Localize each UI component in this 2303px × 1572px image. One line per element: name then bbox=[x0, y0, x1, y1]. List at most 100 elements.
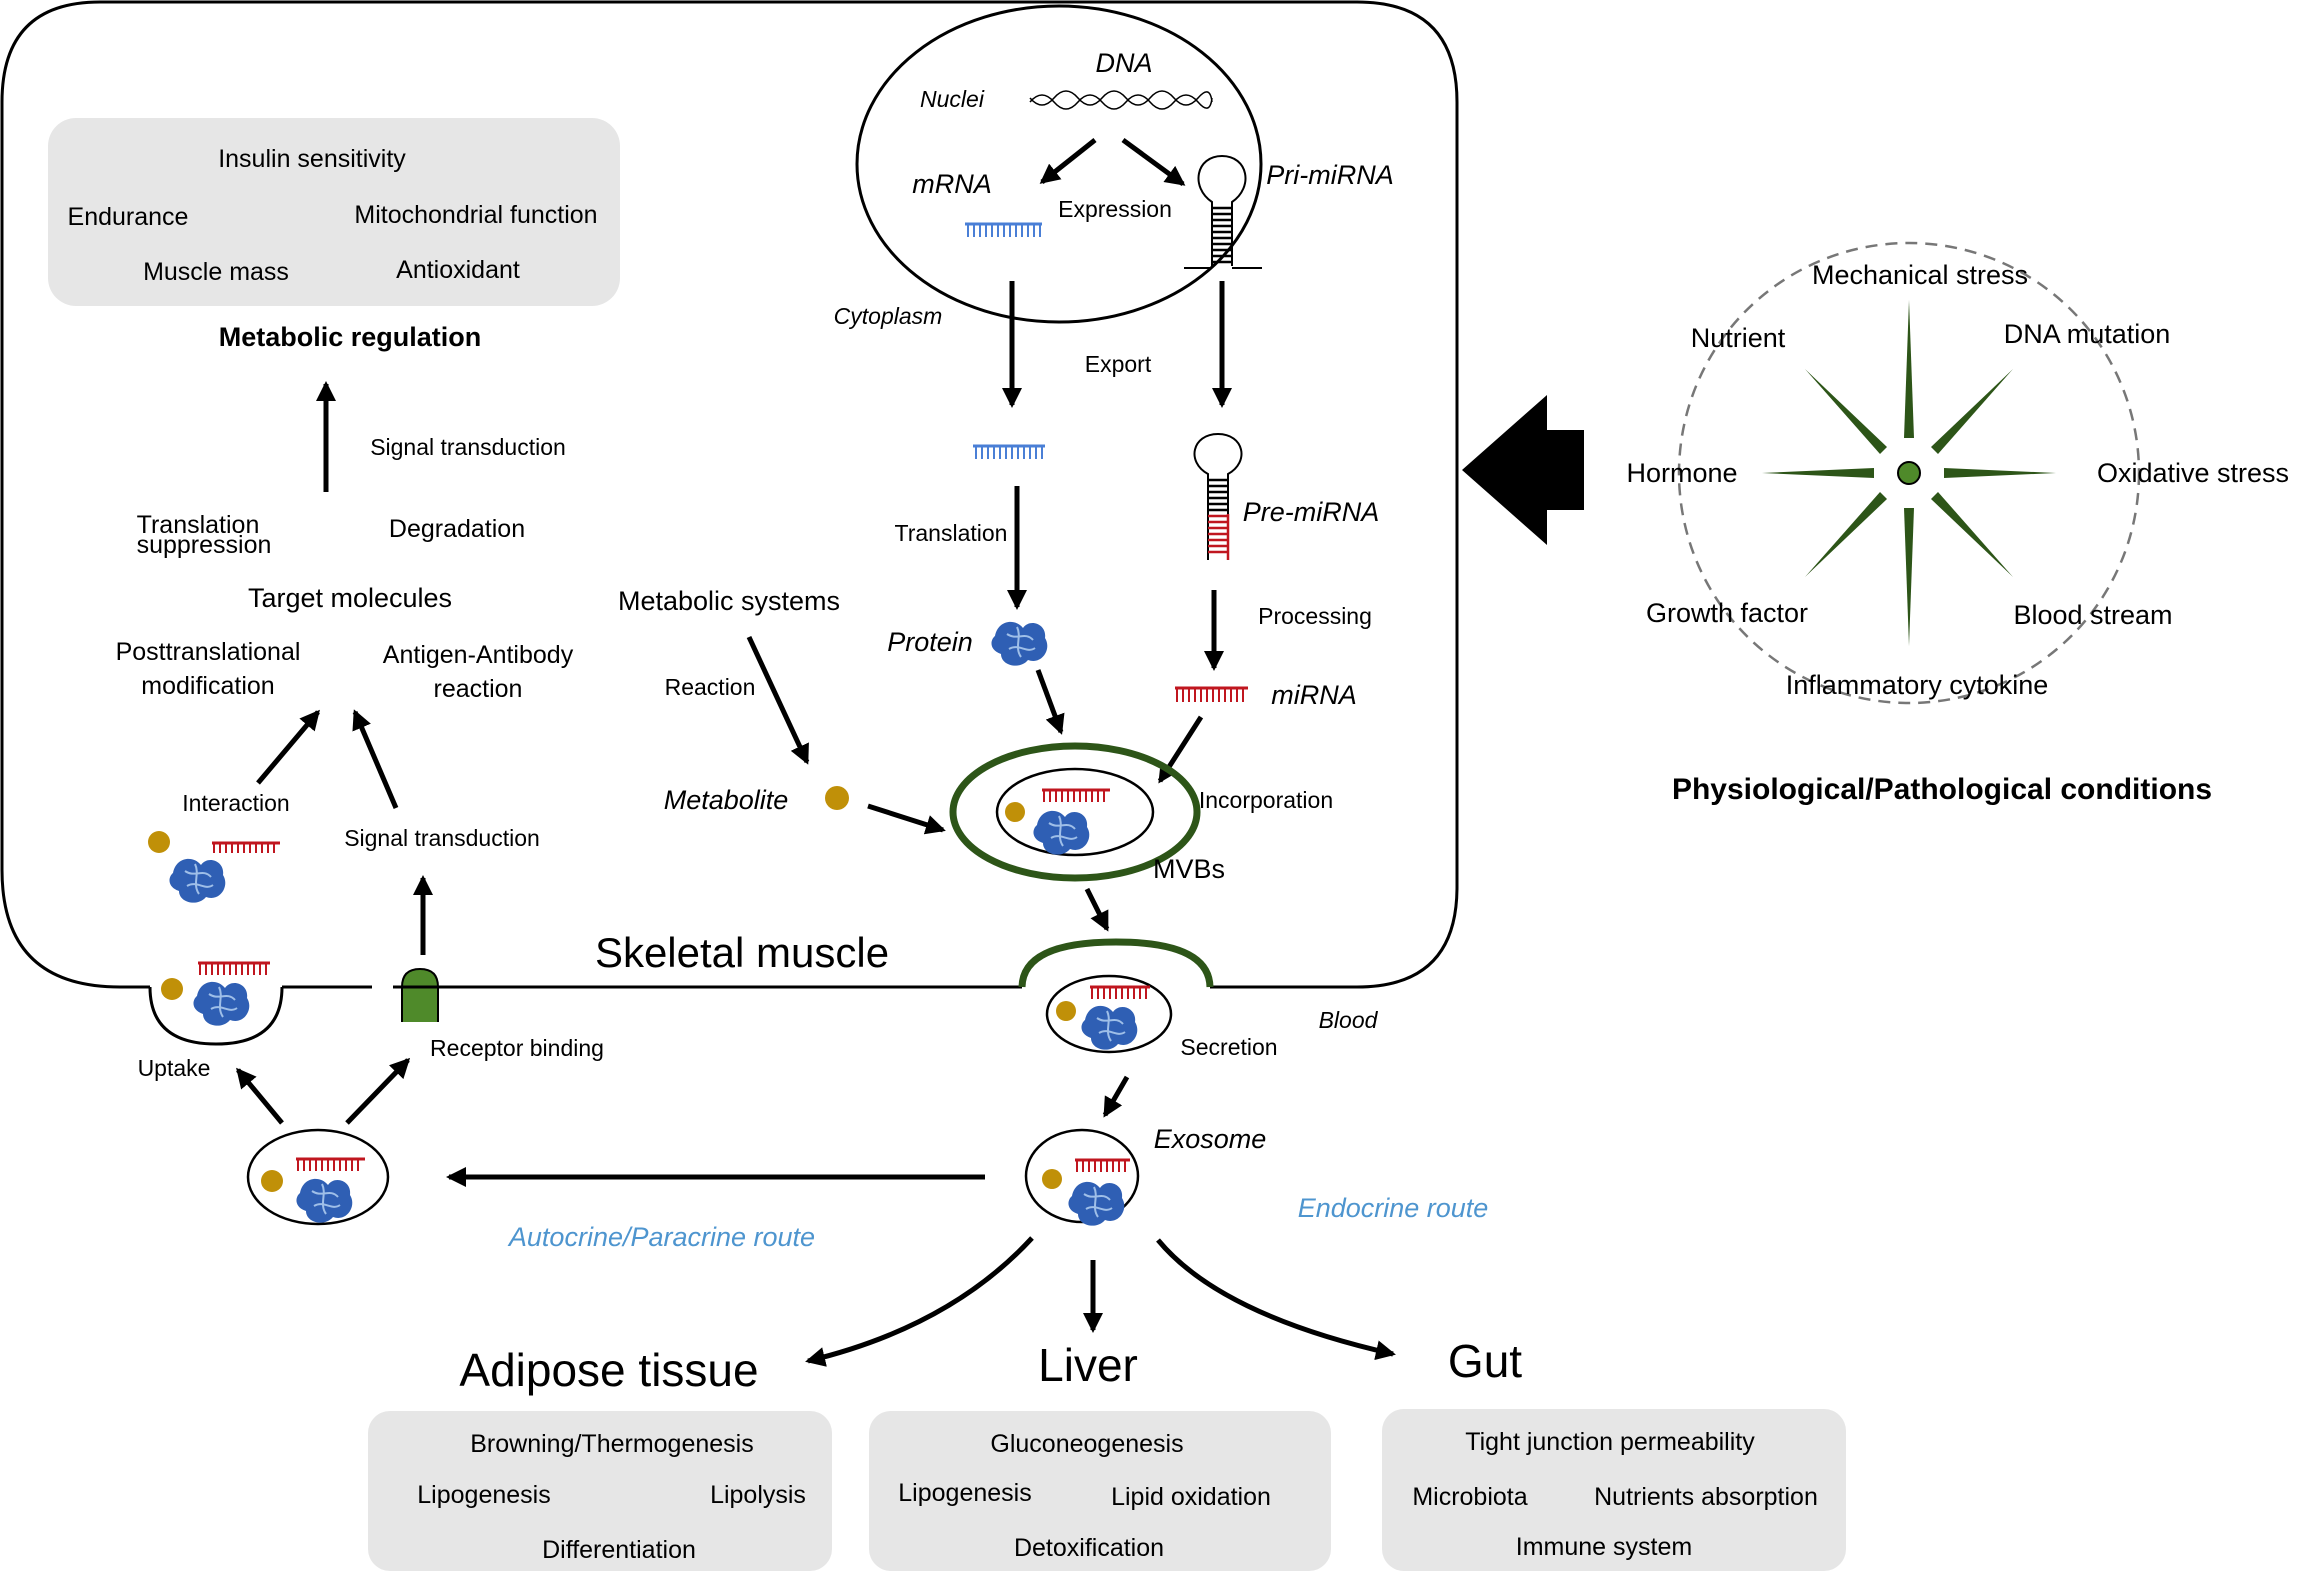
protein-blob bbox=[169, 858, 226, 903]
dna-helix-icon bbox=[1029, 90, 1213, 110]
liver-item: Gluconeogenesis bbox=[990, 1430, 1183, 1458]
liver-title: Liver bbox=[1038, 1339, 1138, 1391]
adipose-item: Lipolysis bbox=[710, 1481, 806, 1509]
antigen-antibody-label-2: reaction bbox=[434, 675, 523, 703]
mirna-strand bbox=[198, 961, 270, 975]
arrow-to-uptake bbox=[236, 1067, 284, 1125]
mrna-strand-cytoplasm bbox=[973, 444, 1045, 459]
mitochondrial-function-label: Mitochondrial function bbox=[354, 201, 597, 229]
mirna-strand bbox=[1042, 788, 1110, 802]
conditions-title: Physiological/Pathological conditions bbox=[1672, 773, 2212, 806]
condition-blood-stream: Blood stream bbox=[2013, 600, 2172, 630]
cytoplasm-label: Cytoplasm bbox=[834, 303, 943, 329]
degradation-label: Degradation bbox=[389, 515, 525, 543]
translation-label: Translation bbox=[895, 520, 1008, 546]
mirna-strand bbox=[1090, 985, 1150, 999]
gut-item: Tight junction permeability bbox=[1465, 1428, 1755, 1456]
mvb-icon bbox=[949, 742, 1201, 882]
arrow-dna-to-mrna bbox=[1039, 138, 1097, 184]
mirna-strand bbox=[212, 841, 280, 853]
metabolite-dot bbox=[825, 786, 849, 810]
gut-box bbox=[1382, 1409, 1846, 1571]
exosome-vesicle bbox=[1024, 1128, 1140, 1226]
pri-mirna-hairpin-icon bbox=[1184, 154, 1262, 269]
condition-growth-factor: Growth factor bbox=[1646, 598, 1808, 628]
posttranslational-label-2: modification bbox=[141, 672, 274, 700]
secretion-membrane-arch bbox=[1018, 938, 1214, 988]
mirna-label: miRNA bbox=[1271, 680, 1357, 710]
conditions-dashed-circle bbox=[1677, 241, 2141, 705]
protein-blob bbox=[1033, 810, 1090, 855]
mirna-strand bbox=[296, 1157, 365, 1171]
interaction-label: Interaction bbox=[182, 790, 289, 816]
mvbs-label: MVBs bbox=[1153, 854, 1225, 884]
uptake-cargo bbox=[161, 961, 270, 1026]
mrna-strand-nucleus bbox=[965, 222, 1042, 237]
mrna-label: mRNA bbox=[912, 169, 992, 199]
signal-transduction-low-label: Signal transduction bbox=[344, 825, 540, 851]
arrow-metabolite-to-mvb bbox=[867, 803, 946, 835]
metabolite-dot bbox=[1042, 1169, 1062, 1189]
autocrine-paracrine-route-label: Autocrine/Paracrine route bbox=[507, 1222, 815, 1252]
pri-mirna-label: Pri-miRNA bbox=[1266, 160, 1394, 190]
protein-blob bbox=[296, 1178, 353, 1223]
dna-label: DNA bbox=[1095, 48, 1152, 78]
protein-blob bbox=[1068, 1181, 1125, 1226]
nuclei-label: Nuclei bbox=[920, 86, 985, 112]
protein-label: Protein bbox=[887, 627, 973, 657]
export-label: Export bbox=[1085, 351, 1152, 377]
endurance-label: Endurance bbox=[68, 203, 189, 231]
processing-label: Processing bbox=[1258, 603, 1372, 629]
gut-item: Microbiota bbox=[1412, 1483, 1527, 1511]
arrow-secretion-to-exosome bbox=[1102, 1075, 1130, 1118]
metabolic-regulation-title: Metabolic regulation bbox=[219, 322, 482, 352]
big-left-arrow-icon bbox=[1462, 395, 1584, 545]
antioxidant-label: Antioxidant bbox=[396, 256, 520, 284]
condition-nutrient: Nutrient bbox=[1691, 323, 1786, 353]
metabolic-regulation-box bbox=[48, 118, 620, 306]
adipose-tissue-box bbox=[368, 1411, 832, 1571]
arrow-mvb-to-membrane bbox=[1084, 887, 1110, 932]
signal-transduction-top-label: Signal transduction bbox=[370, 434, 566, 460]
pre-mirna-hairpin-icon bbox=[1193, 432, 1243, 560]
condition-hormone: Hormone bbox=[1626, 458, 1737, 488]
protein-blob bbox=[1081, 1005, 1138, 1050]
arrow-metabolic-reaction bbox=[746, 635, 810, 765]
metabolic-systems-label: Metabolic systems bbox=[618, 586, 840, 616]
blood-label: Blood bbox=[1319, 1007, 1379, 1033]
arrow-dna-to-pri-mirna bbox=[1121, 137, 1186, 187]
autocrine-vesicle bbox=[246, 1128, 390, 1226]
arrow-to-gut bbox=[1156, 1238, 1396, 1361]
adipose-item: Browning/Thermogenesis bbox=[470, 1430, 753, 1458]
mirna-strand-cytoplasm bbox=[1175, 686, 1248, 702]
gut-title: Gut bbox=[1448, 1335, 1522, 1387]
adipose-tissue-title: Adipose tissue bbox=[459, 1344, 758, 1396]
arrow-to-receptor bbox=[345, 1057, 411, 1125]
pre-mirna-label: Pre-miRNA bbox=[1243, 497, 1380, 527]
arrow-signal-to-target bbox=[352, 709, 399, 809]
uptake-label: Uptake bbox=[138, 1055, 211, 1081]
protein-blob bbox=[193, 981, 250, 1026]
metabolite-dot bbox=[261, 1170, 283, 1192]
insulin-sensitivity-label: Insulin sensitivity bbox=[218, 145, 406, 173]
condition-oxidative-stress: Oxidative stress bbox=[2097, 458, 2289, 488]
translation-suppression-label-2: suppression bbox=[137, 531, 272, 559]
condition-mechanical-stress: Mechanical stress bbox=[1812, 260, 2028, 290]
adipose-item: Differentiation bbox=[542, 1536, 696, 1564]
interaction-cargo bbox=[148, 831, 280, 903]
metabolite-dot bbox=[148, 831, 170, 853]
mirna-strand bbox=[1075, 1158, 1130, 1172]
incorporation-label: Incorporation bbox=[1199, 787, 1333, 813]
nucleus-outline bbox=[855, 4, 1263, 324]
receptor-icon bbox=[393, 967, 445, 1022]
expression-label: Expression bbox=[1058, 196, 1172, 222]
adipose-item: Lipogenesis bbox=[417, 1481, 550, 1509]
endocrine-route-label: Endocrine route bbox=[1298, 1193, 1489, 1223]
liver-box bbox=[869, 1411, 1331, 1571]
secreted-vesicle bbox=[1045, 974, 1173, 1054]
metabolite-label: Metabolite bbox=[664, 785, 789, 815]
condition-inflammatory-cytokine: Inflammatory cytokine bbox=[1786, 670, 2049, 700]
conditions-diagram bbox=[1677, 241, 2141, 705]
reaction-label: Reaction bbox=[665, 674, 756, 700]
